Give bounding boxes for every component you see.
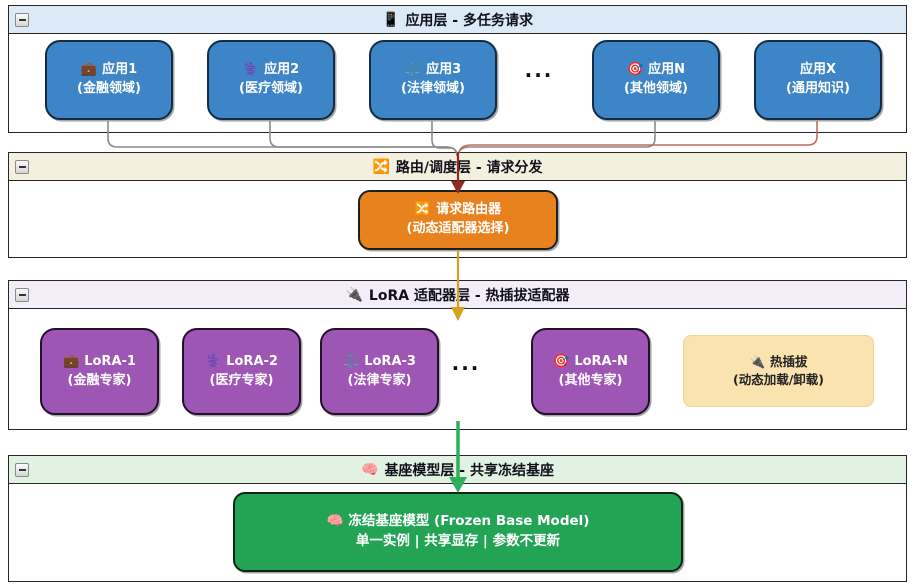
lora2-sublabel: (医疗专家) [209,372,274,388]
app2-sublabel: (医疗领域) [239,81,303,96]
app1-sublabel: (金融领域) [77,81,141,96]
app3-label: 应用3 [426,62,462,78]
app2-label: 应用2 [264,62,300,78]
scales-icon: ⚖️ [404,62,422,78]
app1-label: 应用1 [102,62,138,78]
appX-sublabel: (通用知识) [786,81,850,96]
hotswap-label: 热插拔 [770,353,808,369]
application-layer-title: 应用层 - 多任务请求 [405,12,533,29]
lora3-label: LoRA-3 [364,353,416,369]
lora3-node[interactable]: ⚖️LoRA-3 (法律专家) [320,328,439,415]
briefcase-icon: 💼 [63,353,80,369]
lora2-node[interactable]: ⚕️LoRA-2 (医疗专家) [182,328,301,415]
target-icon: 🎯 [626,62,644,78]
collapse-button[interactable] [15,463,29,477]
application-layer-container: 📱 应用层 - 多任务请求 💼应用1 (金融领域) ⚕️应用2 (医疗领域) ⚖… [8,5,907,133]
appN-sublabel: (其他领域) [624,81,688,96]
appX-label: 应用X [799,62,837,78]
lora1-node[interactable]: 💼LoRA-1 (金融专家) [40,328,159,415]
hotswap-sublabel: (动态加载/卸载) [733,372,824,387]
request-router-node[interactable]: 🔀请求路由器 (动态适配器选择) [358,190,558,250]
loraN-label: LoRA-N [574,353,628,369]
shuffle-icon: 🔀 [414,202,432,218]
plug-icon: 🔌 [749,353,766,369]
target-icon: 🎯 [553,353,570,369]
base-layer-header: 🧠 基座模型层 - 共享冻结基座 [9,456,906,484]
lora1-label: LoRA-1 [84,353,136,369]
medical-icon: ⚕️ [205,353,222,369]
minus-icon [18,166,26,168]
app1-node[interactable]: 💼应用1 (金融领域) [45,40,173,120]
appX-node[interactable]: 应用X (通用知识) [754,40,882,120]
appN-node[interactable]: 🎯应用N (其他领域) [592,40,720,120]
base-layer-container: 🧠 基座模型层 - 共享冻结基座 🧠冻结基座模型 (Frozen Base Mo… [8,455,907,582]
plug-icon: 🔌 [345,286,363,303]
minus-icon [18,19,26,21]
lora-layer-header: 🔌 LoRA 适配器层 - 热插拔适配器 [9,281,906,309]
lora1-sublabel: (金融专家) [67,372,132,388]
lora-layer-title: LoRA 适配器层 - 热插拔适配器 [368,287,570,304]
minus-icon [18,469,26,471]
frozen-base-model-label: 冻结基座模型 (Frozen Base Model) [348,513,590,530]
loraN-sublabel: (其他专家) [558,372,623,388]
mobile-app-icon: 📱 [382,11,400,28]
appN-label: 应用N [648,62,686,78]
brain-icon: 🧠 [361,461,379,478]
lora3-sublabel: (法律专家) [347,372,412,388]
request-router-sublabel: (动态适配器选择) [406,221,510,236]
router-layer-header: 🔀 路由/调度层 - 请求分发 [9,153,906,181]
loraN-node[interactable]: 🎯LoRA-N (其他专家) [531,328,650,415]
app-ellipsis: ... [524,58,554,82]
frozen-base-model-sublabel: 单一实例 | 共享显存 | 参数不更新 [355,533,561,549]
router-layer-title: 路由/调度层 - 请求分发 [395,159,543,176]
hotswap-note[interactable]: 🔌热插拔 (动态加载/卸载) [683,335,874,407]
app3-sublabel: (法律领域) [401,81,465,96]
minus-icon [18,294,26,296]
medical-icon: ⚕️ [242,62,260,78]
collapse-button[interactable] [15,13,29,27]
collapse-button[interactable] [15,160,29,174]
app2-node[interactable]: ⚕️应用2 (医疗领域) [207,40,335,120]
shuffle-icon: 🔀 [372,158,390,175]
frozen-base-model-node[interactable]: 🧠冻结基座模型 (Frozen Base Model) 单一实例 | 共享显存 … [233,492,683,572]
lora-ellipsis: ... [451,351,481,375]
application-layer-header: 📱 应用层 - 多任务请求 [9,6,906,34]
base-layer-title: 基座模型层 - 共享冻结基座 [384,462,554,479]
lora-layer-container: 🔌 LoRA 适配器层 - 热插拔适配器 💼LoRA-1 (金融专家) ⚕️Lo… [8,280,907,430]
router-layer-container: 🔀 路由/调度层 - 请求分发 🔀请求路由器 (动态适配器选择) [8,152,907,258]
briefcase-icon: 💼 [80,62,98,78]
app3-node[interactable]: ⚖️应用3 (法律领域) [369,40,497,120]
brain-icon: 🧠 [326,513,344,530]
collapse-button[interactable] [15,288,29,302]
request-router-label: 请求路由器 [436,202,502,218]
scales-icon: ⚖️ [343,353,360,369]
lora2-label: LoRA-2 [226,353,278,369]
